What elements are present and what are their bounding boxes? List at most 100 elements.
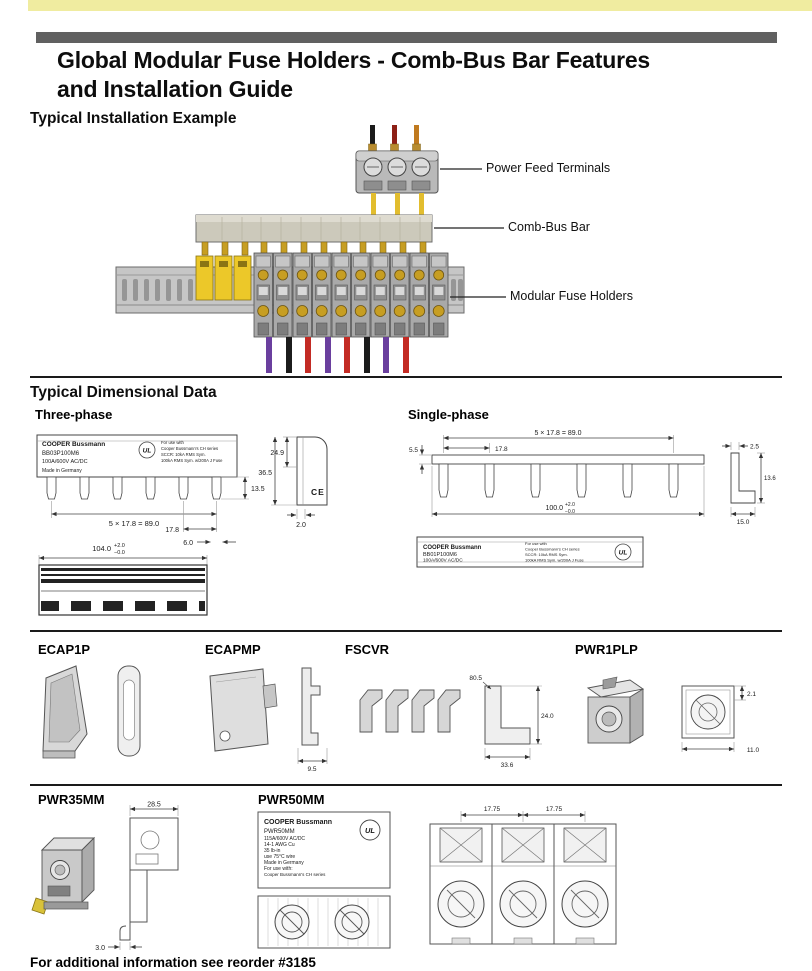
dim-pitch: 17.8	[495, 446, 508, 453]
ul-mark-circle	[614, 543, 632, 561]
divider-2	[30, 630, 782, 632]
dim-pwr1plp-b: 11.0	[747, 747, 760, 754]
three-phase-profile-view: 104.0 +2.0 −0.0	[38, 543, 208, 616]
dim-pwr50mm-pitch2: 17.75	[546, 806, 563, 813]
part-note1: For use with	[525, 541, 547, 546]
dim-tooth-height: 13.5	[251, 486, 265, 493]
dim-span: 5 × 17.8 = 89.0	[109, 519, 159, 528]
dim-end-width: 15.0	[737, 519, 750, 526]
dim-tooth-width: 6.0	[183, 540, 193, 547]
callout-leader-lines	[434, 168, 506, 298]
jumper-wires	[371, 193, 424, 215]
page-title: Global Modular Fuse Holders - Comb-Bus B…	[57, 46, 782, 104]
ul-mark-circle	[138, 441, 156, 459]
accessories-drawings: 9.5 80.5 24.0 33.6	[42, 665, 760, 773]
part-line7: Cooper Bussmann's CH series	[264, 872, 326, 877]
part-line1: 115A/600V AC/DC	[264, 836, 305, 842]
ul-mark: UL	[365, 826, 375, 835]
three-phase-end-view: CE 24.9 36.5 2.0	[258, 436, 328, 529]
ul-mark-circle	[359, 819, 381, 841]
part-line3: 35 lb-in	[264, 848, 281, 854]
comb-bus-bar-graphic	[195, 214, 433, 256]
three-phase-label: Three-phase	[35, 407, 113, 422]
dim-end-width: 24.9	[270, 450, 284, 457]
power-feed-terminal-block	[355, 150, 439, 194]
dim-pwr1plp-a: 2.1	[747, 691, 756, 698]
three-phase-front-view: COOPER Bussmann BB03P100M6 100A/600V AC/…	[36, 434, 238, 500]
pwr50mm-front-view	[257, 895, 391, 949]
pwr50mm-heading: PWR50MM	[258, 792, 325, 807]
part-line5: Made in Germany	[264, 860, 304, 866]
part-rating: 100A/600V AC/DC	[423, 558, 463, 564]
ecapmp-heading: ECAPMP	[205, 642, 261, 657]
part-note3: SCCR: 10kA RMS Sym.	[525, 552, 568, 557]
part-note4: 100kA RMS Sym. w/200A J Fuse	[161, 458, 223, 463]
dim-bar-height: 5.5	[409, 447, 418, 454]
dim-fscvr-a: 80.5	[469, 675, 482, 682]
ul-mark: UL	[619, 550, 628, 557]
dimensional-heading: Typical Dimensional Data	[30, 384, 217, 401]
single-phase-dimensions	[419, 435, 705, 517]
dim-tol-minus: −0.0	[565, 509, 575, 515]
power-terminal-drawings: 28.5 3.0 COOPER Bussmann PWR50MM 115A/60…	[31, 802, 617, 952]
part-brand: COOPER Bussmann	[423, 545, 482, 551]
part-line6: For use with:	[264, 866, 293, 872]
part-model: BB03P100M6	[42, 451, 80, 457]
page-title-line1: Global Modular Fuse Holders - Comb-Bus B…	[57, 47, 650, 73]
dim-thickness: 2.0	[296, 522, 306, 529]
pwr35mm-heading: PWR35MM	[38, 792, 105, 807]
dim-length: 104.0	[92, 544, 111, 553]
part-brand: COOPER Bussmann	[264, 819, 332, 826]
callout-power-feed-terminals: Power Feed Terminals	[486, 161, 611, 175]
page-title-line2: and Installation Guide	[57, 76, 293, 102]
dim-tol-plus: +2.0	[565, 502, 575, 508]
three-phase-dimensions	[51, 476, 249, 545]
pwr1plp-drawing: 2.1 11.0	[586, 676, 760, 754]
single-phase-end-view: 2.5 13.6 15.0	[722, 442, 776, 526]
dim-pitch: 17.8	[165, 527, 179, 534]
installation-illustration	[115, 125, 506, 373]
dim-tol-minus: −0.0	[114, 550, 125, 556]
dim-pwr35mm-foot: 3.0	[95, 945, 105, 952]
dim-span: 5 × 17.8 = 89.0	[534, 430, 581, 437]
part-note3: SCCR: 10kA RMS Sym.	[161, 452, 206, 457]
single-phase-drawing: 5 × 17.8 = 89.0 17.8 5.5 100.0 +2.0 −0.0…	[409, 430, 776, 568]
pwr50mm-label-block: COOPER Bussmann PWR50MM 115A/600V AC/DC …	[257, 811, 391, 889]
dim-pwr50mm-pitch1: 17.75	[484, 806, 501, 813]
single-phase-label-bar: COOPER Bussmann BB01P100M6 100A/600V AC/…	[416, 536, 644, 568]
pwr50mm-three-unit-view: 17.75 17.75	[429, 806, 617, 945]
pwr1plp-heading: PWR1PLP	[575, 642, 638, 657]
part-model: PWR50MM	[264, 829, 295, 835]
footer-note: For additional information see reorder #…	[30, 955, 316, 970]
ecap1p-drawing	[42, 665, 141, 759]
dim-fscvr-c: 33.6	[501, 762, 514, 769]
part-line4: use 75°C wire	[264, 854, 295, 860]
dim-tol-plus: +2.0	[114, 543, 125, 549]
dim-ecapmp-width: 9.5	[307, 766, 316, 773]
divider-3	[30, 784, 782, 786]
dim-end-height: 36.5	[258, 470, 272, 477]
part-origin: Made in Germany	[42, 468, 82, 474]
part-note1: For use with	[161, 440, 184, 445]
divider-1	[30, 376, 782, 378]
dim-fscvr-b: 24.0	[541, 713, 554, 720]
part-rating: 100A/600V AC/DC	[42, 459, 88, 465]
header-bar	[36, 32, 777, 43]
top-accent-strip	[28, 0, 812, 11]
dim-pwr35mm-width: 28.5	[147, 802, 161, 809]
fscvr-heading: FSCVR	[345, 642, 390, 657]
ecap1p-heading: ECAP1P	[38, 642, 91, 657]
pwr35mm-drawing: 28.5 3.0	[31, 802, 179, 952]
installation-heading: Typical Installation Example	[30, 110, 237, 127]
ecapmp-drawing: 9.5	[209, 667, 328, 773]
part-note2: Cooper Bussmann's CH series	[525, 547, 580, 552]
part-line2: 14-1 AWG Cu	[264, 842, 295, 848]
dim-end-height: 13.6	[764, 476, 776, 482]
power-feed-wires	[368, 125, 421, 154]
part-note4: 100kA RMS Sym. w/200A J Fuse	[525, 558, 584, 563]
dim-length: 100.0	[545, 505, 563, 512]
single-phase-front-view	[431, 454, 705, 498]
part-brand: COOPER Bussmann	[42, 441, 105, 448]
yellow-terminal-blocks	[195, 255, 252, 301]
part-note2: Cooper Bussmann's CH series	[161, 446, 218, 451]
